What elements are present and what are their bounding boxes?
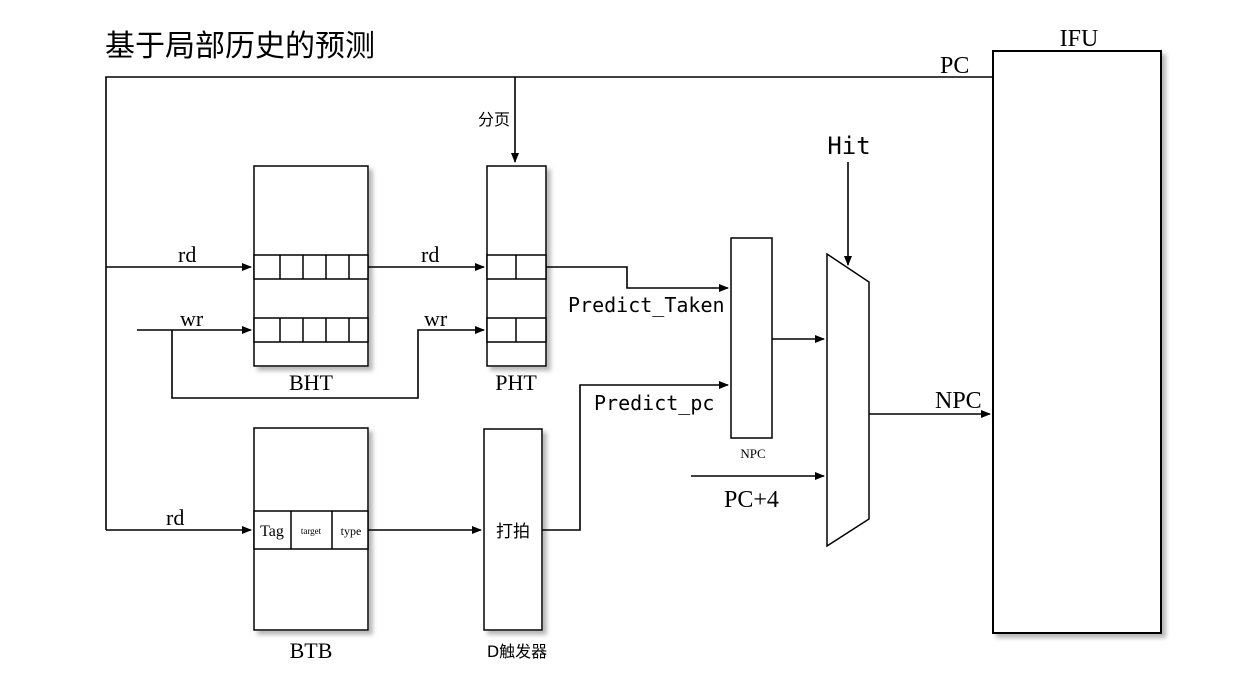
btb-label: BTB: [290, 638, 333, 663]
dff-label: D触发器: [487, 642, 547, 661]
dff-block: [483, 428, 543, 631]
predict-pc-arrow: [542, 381, 729, 531]
rd-pht-label: rd: [421, 242, 439, 267]
predict-pc-label: Predict_pc: [594, 391, 714, 415]
btb-target-field: target: [301, 526, 322, 536]
pc-label: PC: [940, 53, 969, 79]
bht-block: [253, 165, 369, 367]
predict-taken-label: Predict_Taken: [568, 293, 725, 317]
wr-pht-arrow: [171, 326, 485, 399]
npc-out-label: NPC: [935, 388, 982, 414]
pht-block: [486, 165, 547, 367]
wr-pht-label: wr: [424, 306, 448, 331]
pc-bus: [105, 76, 993, 530]
ifu-label: IFU: [1060, 26, 1099, 52]
wr-bht-label: wr: [180, 306, 204, 331]
npc-block-label: NPC: [740, 446, 765, 461]
pht-label: PHT: [495, 370, 537, 395]
dff-cell-label: 打拍: [496, 522, 530, 542]
hit-label: Hit: [827, 132, 870, 160]
mux-block: [826, 252, 870, 548]
pc-plus4-label: PC+4: [724, 487, 779, 513]
bht-label: BHT: [289, 370, 334, 395]
predict-taken-arrow: [546, 266, 729, 292]
rd-btb-label: rd: [166, 505, 184, 530]
diagram-title: 基于局部历史的预测: [105, 29, 375, 64]
btb-block: [253, 427, 369, 631]
page-label: 分页: [478, 110, 510, 129]
btb-tag-field: Tag: [260, 523, 284, 540]
btb-type-field: type: [341, 524, 362, 538]
npc-block: [730, 237, 773, 439]
rd-bht-label: rd: [178, 242, 196, 267]
ifu-block: [992, 50, 1162, 634]
